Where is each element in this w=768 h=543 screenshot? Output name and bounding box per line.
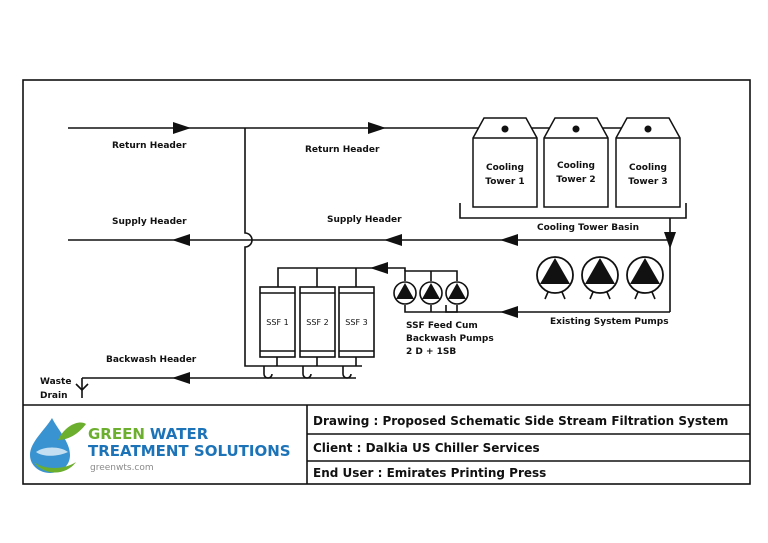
leaf-icon bbox=[58, 422, 86, 440]
existing-pump-2 bbox=[581, 256, 619, 300]
filter-bottom-piping bbox=[260, 357, 362, 379]
cooling-tower-3: Cooling Tower 3 bbox=[615, 117, 681, 208]
branch-line bbox=[244, 128, 260, 367]
supply-arrow-3 bbox=[500, 234, 518, 246]
ssf-pump-3 bbox=[445, 281, 469, 305]
company-name-water: WATER bbox=[150, 425, 209, 443]
basin-label: Cooling Tower Basin bbox=[537, 223, 639, 233]
tower-3-fan-icon bbox=[644, 125, 652, 133]
tower-2-line1: Cooling bbox=[557, 161, 595, 171]
ssf-2-label: SSF 2 bbox=[306, 318, 328, 327]
tower-2-line2: Tower 2 bbox=[556, 175, 595, 185]
company-website: greenwts.com bbox=[90, 463, 154, 473]
supply-arrow-2 bbox=[384, 234, 402, 246]
backwash-header-label: Backwash Header bbox=[106, 355, 197, 365]
pump-suction-line bbox=[445, 305, 670, 313]
filter-feed-line bbox=[277, 267, 406, 287]
supply-arrow-1 bbox=[172, 234, 190, 246]
existing-pumps-label: Existing System Pumps bbox=[550, 317, 669, 327]
ssf-feed-pumps bbox=[393, 270, 469, 313]
existing-pump-1 bbox=[536, 256, 574, 300]
drawing-border bbox=[22, 79, 751, 485]
waste-drain-icon bbox=[75, 378, 89, 398]
ssf-filter-2: SSF 2 bbox=[299, 286, 336, 358]
drawing-title: Drawing : Proposed Schematic Side Stream… bbox=[313, 414, 728, 428]
ssf-1-label: SSF 1 bbox=[266, 318, 288, 327]
client-name: Client : Dalkia US Chiller Services bbox=[313, 441, 540, 455]
supply-header-label-right: Supply Header bbox=[327, 215, 402, 225]
cooling-tower-1: Cooling Tower 1 bbox=[472, 117, 538, 208]
return-arrow-1 bbox=[173, 122, 191, 134]
ssf-3-label: SSF 3 bbox=[345, 318, 367, 327]
cooling-tower-basin bbox=[459, 203, 687, 219]
water-drop-icon bbox=[30, 418, 70, 473]
ssf-pump-1 bbox=[393, 281, 417, 305]
ssf-pump-2 bbox=[419, 281, 443, 305]
tower-1-line1: Cooling bbox=[486, 163, 524, 173]
tower-2-fan-icon bbox=[572, 125, 580, 133]
ssf-filter-3: SSF 3 bbox=[338, 286, 375, 358]
return-header-label-left: Return Header bbox=[112, 141, 187, 151]
pump-suction-arrow bbox=[500, 306, 518, 318]
backwash-arrow bbox=[172, 372, 190, 384]
ssf-pumps-label-1: SSF Feed Cum bbox=[406, 321, 478, 331]
waste-label: Waste bbox=[40, 377, 71, 387]
filter-feed-arrow bbox=[370, 262, 388, 274]
supply-header-line bbox=[68, 234, 669, 246]
tower-1-line2: Tower 1 bbox=[485, 177, 524, 187]
company-name-green: GREEN bbox=[88, 425, 145, 443]
drain-label: Drain bbox=[40, 391, 67, 401]
cooling-tower-2: Cooling Tower 2 bbox=[543, 117, 609, 208]
supply-header-label-left: Supply Header bbox=[112, 217, 187, 227]
return-arrow-2 bbox=[368, 122, 386, 134]
company-name-line2: TREATMENT SOLUTIONS bbox=[88, 442, 291, 460]
end-user-name: End User : Emirates Printing Press bbox=[313, 466, 546, 480]
ssf-pumps-label-3: 2 D + 1SB bbox=[406, 347, 456, 357]
return-header-label-right: Return Header bbox=[305, 145, 380, 155]
tower-3-line1: Cooling bbox=[629, 163, 667, 173]
company-logo bbox=[30, 418, 86, 473]
basin-down-arrow bbox=[664, 232, 676, 249]
tower-3-line2: Tower 3 bbox=[628, 177, 667, 187]
existing-pump-3 bbox=[626, 256, 664, 300]
ssf-pumps-label-2: Backwash Pumps bbox=[406, 334, 494, 344]
ssf-filter-1: SSF 1 bbox=[259, 286, 296, 358]
tower-1-fan-icon bbox=[501, 125, 509, 133]
